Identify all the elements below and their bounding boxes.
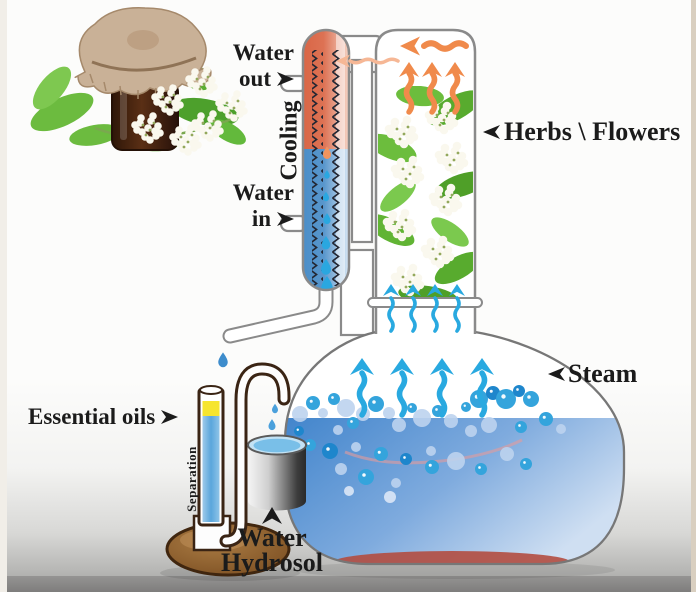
support-plate xyxy=(367,297,483,308)
arrowhead-right-icon xyxy=(277,212,294,226)
water-hydrosol-label: Water Hydrosol xyxy=(198,507,346,577)
flask-water xyxy=(285,418,624,564)
water-out-line2: out xyxy=(239,66,271,91)
condensate-drip xyxy=(218,352,228,368)
essential-oil-layer xyxy=(202,401,220,416)
water-out-line1: Water xyxy=(232,40,294,65)
condenser-coil xyxy=(329,50,340,286)
heat-glow xyxy=(334,551,570,564)
water-in-line2: in xyxy=(251,206,271,231)
hydrosol-cup xyxy=(248,445,306,511)
hydrosol-line2: Hydrosol xyxy=(220,548,324,577)
hydrosol-layer xyxy=(202,416,220,522)
hydrosol-drip xyxy=(268,419,276,431)
separator-assembly xyxy=(160,362,307,581)
left-edge-border xyxy=(0,0,7,592)
essential-oils-label: Essential oils xyxy=(28,404,179,430)
right-edge-border xyxy=(691,0,696,592)
condenser-coil xyxy=(312,50,323,286)
hydrosol-liquid xyxy=(253,438,301,453)
herbs-flowers-label: Herbs \ Flowers xyxy=(483,118,680,146)
arrowhead-left-icon xyxy=(548,367,565,381)
water-out-label: Water out xyxy=(190,40,294,92)
arrowhead-up-icon xyxy=(262,507,282,524)
distillation-flask xyxy=(283,330,626,579)
boiling-bubbles xyxy=(292,385,566,503)
water-in-label: Water in xyxy=(190,180,294,232)
essential-oil-bottle-photo xyxy=(30,7,248,156)
vapor-arrows xyxy=(336,36,469,115)
arrowhead-right-icon xyxy=(277,72,294,86)
steam-arrows xyxy=(350,284,494,418)
steam-label: Steam xyxy=(548,360,637,388)
arrowhead-right-icon xyxy=(161,410,179,424)
water-in-line1: Water xyxy=(232,180,294,205)
floor-edge xyxy=(0,576,696,592)
herbs-column xyxy=(367,28,483,334)
hydrosol-drip xyxy=(272,403,278,414)
arrowhead-left-icon xyxy=(483,125,500,139)
condensate-pipe xyxy=(222,256,334,344)
hydrosol-line1: Water xyxy=(237,523,307,552)
